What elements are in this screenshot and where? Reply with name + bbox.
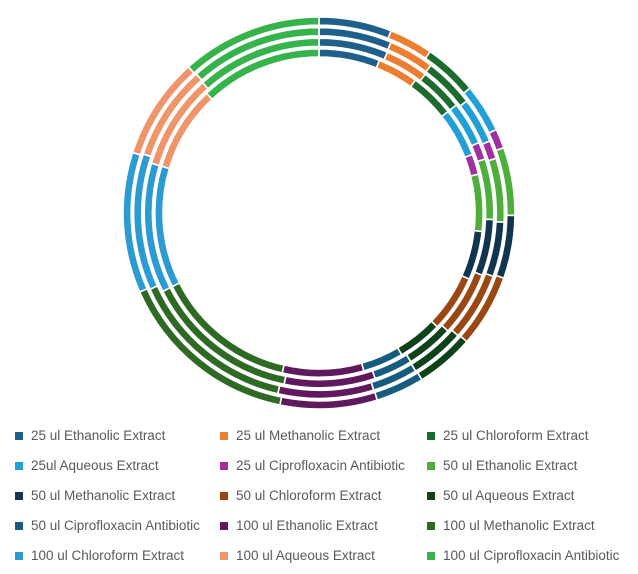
legend-swatch — [220, 461, 228, 470]
legend-swatch — [15, 551, 23, 560]
legend-label: 25 ul Methanolic Extract — [236, 428, 381, 443]
legend-swatch — [220, 491, 228, 500]
legend-label: 25 ul Chloroform Extract — [443, 428, 589, 443]
legend-label: 50 ul Ethanolic Extract — [443, 458, 578, 473]
ring-1-slice-15[interactable] — [205, 47, 320, 101]
legend-item[interactable]: 100 ul Methanolic Extract — [427, 518, 595, 533]
legend-label: 50 ul Methanolic Extract — [31, 488, 176, 503]
legend-item[interactable]: 25 ul Ciprofloxacin Antibiotic — [220, 458, 405, 473]
legend-swatch — [427, 551, 435, 560]
ring-2-slice-15[interactable] — [201, 37, 320, 90]
legend-label: 100 ul Aqueous Extract — [236, 548, 375, 563]
legend-swatch — [427, 461, 435, 470]
legend-item[interactable]: 25 ul Methanolic Extract — [220, 428, 380, 443]
ring-4-slice-15[interactable] — [187, 16, 320, 75]
legend-label: 25 ul Ethanolic Extract — [31, 428, 166, 443]
ring-3 — [132, 26, 506, 400]
legend-item[interactable]: 50 ul Ethanolic Extract — [427, 458, 577, 473]
legend-item[interactable]: 50 ul Chloroform Extract — [220, 488, 382, 503]
legend-label: 100 ul Chloroform Extract — [31, 548, 185, 563]
legend-swatch — [427, 491, 435, 500]
legend-swatch — [15, 521, 23, 530]
legend-label: 50 ul Ciprofloxacin Antibiotic — [31, 518, 200, 533]
legend-item[interactable]: 100 ul Ethanolic Extract — [220, 518, 378, 533]
legend-swatch — [427, 431, 435, 440]
legend-item[interactable]: 25ul Aqueous Extract — [15, 458, 159, 473]
legend-label: 100 ul Ethanolic Extract — [236, 518, 378, 533]
legend-label: 100 ul Methanolic Extract — [443, 518, 595, 533]
legend-item[interactable]: 50 ul Ciprofloxacin Antibiotic — [15, 518, 200, 533]
legend-label: 50 ul Chloroform Extract — [236, 488, 382, 503]
legend-item[interactable]: 25 ul Ethanolic Extract — [15, 428, 165, 443]
legend-swatch — [15, 431, 23, 440]
legend-swatch — [220, 431, 228, 440]
doughnut-chart — [122, 16, 516, 410]
chart-legend: 25 ul Ethanolic Extract 25 ul Methanolic … — [0, 424, 638, 574]
legend-item[interactable]: 25 ul Chloroform Extract — [427, 428, 589, 443]
legend-item[interactable]: 100 ul Aqueous Extract — [220, 548, 375, 563]
legend-swatch — [427, 521, 435, 530]
legend-swatch — [220, 551, 228, 560]
ring-1 — [154, 47, 484, 378]
legend-swatch — [220, 521, 228, 530]
legend-label: 50 ul Aqueous Extract — [443, 488, 575, 503]
ring-1-slice-6[interactable] — [469, 173, 484, 233]
legend-item[interactable]: 50 ul Aqueous Extract — [427, 488, 574, 503]
legend-item[interactable]: 100 ul Chloroform Extract — [15, 548, 184, 563]
legend-swatch — [15, 461, 23, 470]
ring-4 — [122, 16, 516, 410]
legend-swatch — [15, 491, 23, 500]
ring-3-slice-15[interactable] — [195, 26, 320, 82]
legend-label: 100 ul Ciprofloxacin Antibiotic — [443, 548, 620, 563]
ring-2 — [143, 37, 495, 389]
legend-item[interactable]: 100 ul Ciprofloxacin Antibiotic — [427, 548, 619, 563]
legend-item[interactable]: 50 ul Methanolic Extract — [15, 488, 175, 503]
legend-label: 25ul Aqueous Extract — [31, 458, 159, 473]
ring-1-slice-11[interactable] — [281, 362, 365, 378]
legend-label: 25 ul Ciprofloxacin Antibiotic — [236, 458, 405, 473]
